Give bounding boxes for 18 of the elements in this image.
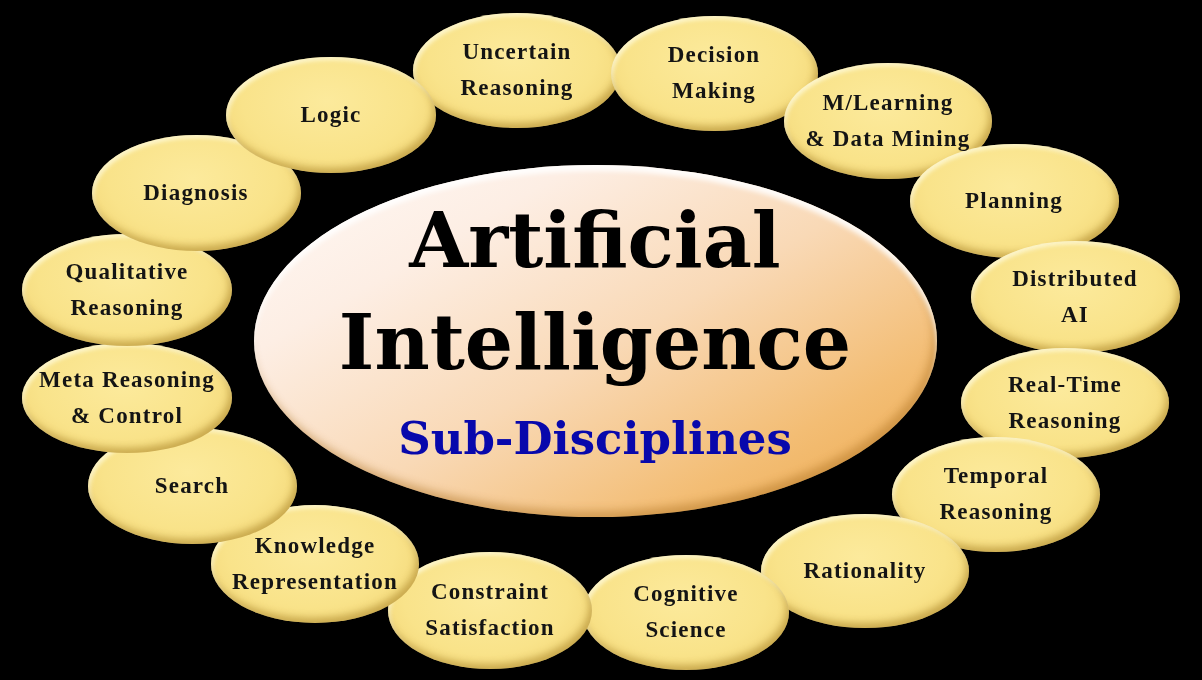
topic-label: Cognitive Science — [633, 580, 739, 644]
topic-label: Logic — [300, 101, 362, 129]
subtitle-text: Sub-Disciplines — [398, 413, 792, 465]
topic-label: Meta Reasoning & Control — [39, 366, 215, 430]
topic-label: Distributed AI — [1012, 265, 1138, 329]
topic-label: Qualitative Reasoning — [65, 258, 189, 322]
topic-label: Constraint Satisfaction — [425, 578, 555, 642]
topic-label: Decision Making — [667, 41, 761, 105]
topic-label: Real-Time Reasoning — [1008, 371, 1122, 435]
title-text: Artificial Intelligence — [338, 195, 852, 389]
topic-label: Temporal Reasoning — [939, 462, 1053, 526]
topic-label: Search — [154, 472, 230, 500]
topic-label: Rationality — [803, 557, 927, 585]
topic-label: Planning — [965, 187, 1063, 215]
topic-label: Knowledge Representation — [232, 532, 398, 596]
topic-label: Uncertain Reasoning — [460, 38, 574, 102]
topic-label: M/Learning & Data Mining — [805, 89, 971, 153]
topic-label: Diagnosis — [143, 179, 249, 207]
